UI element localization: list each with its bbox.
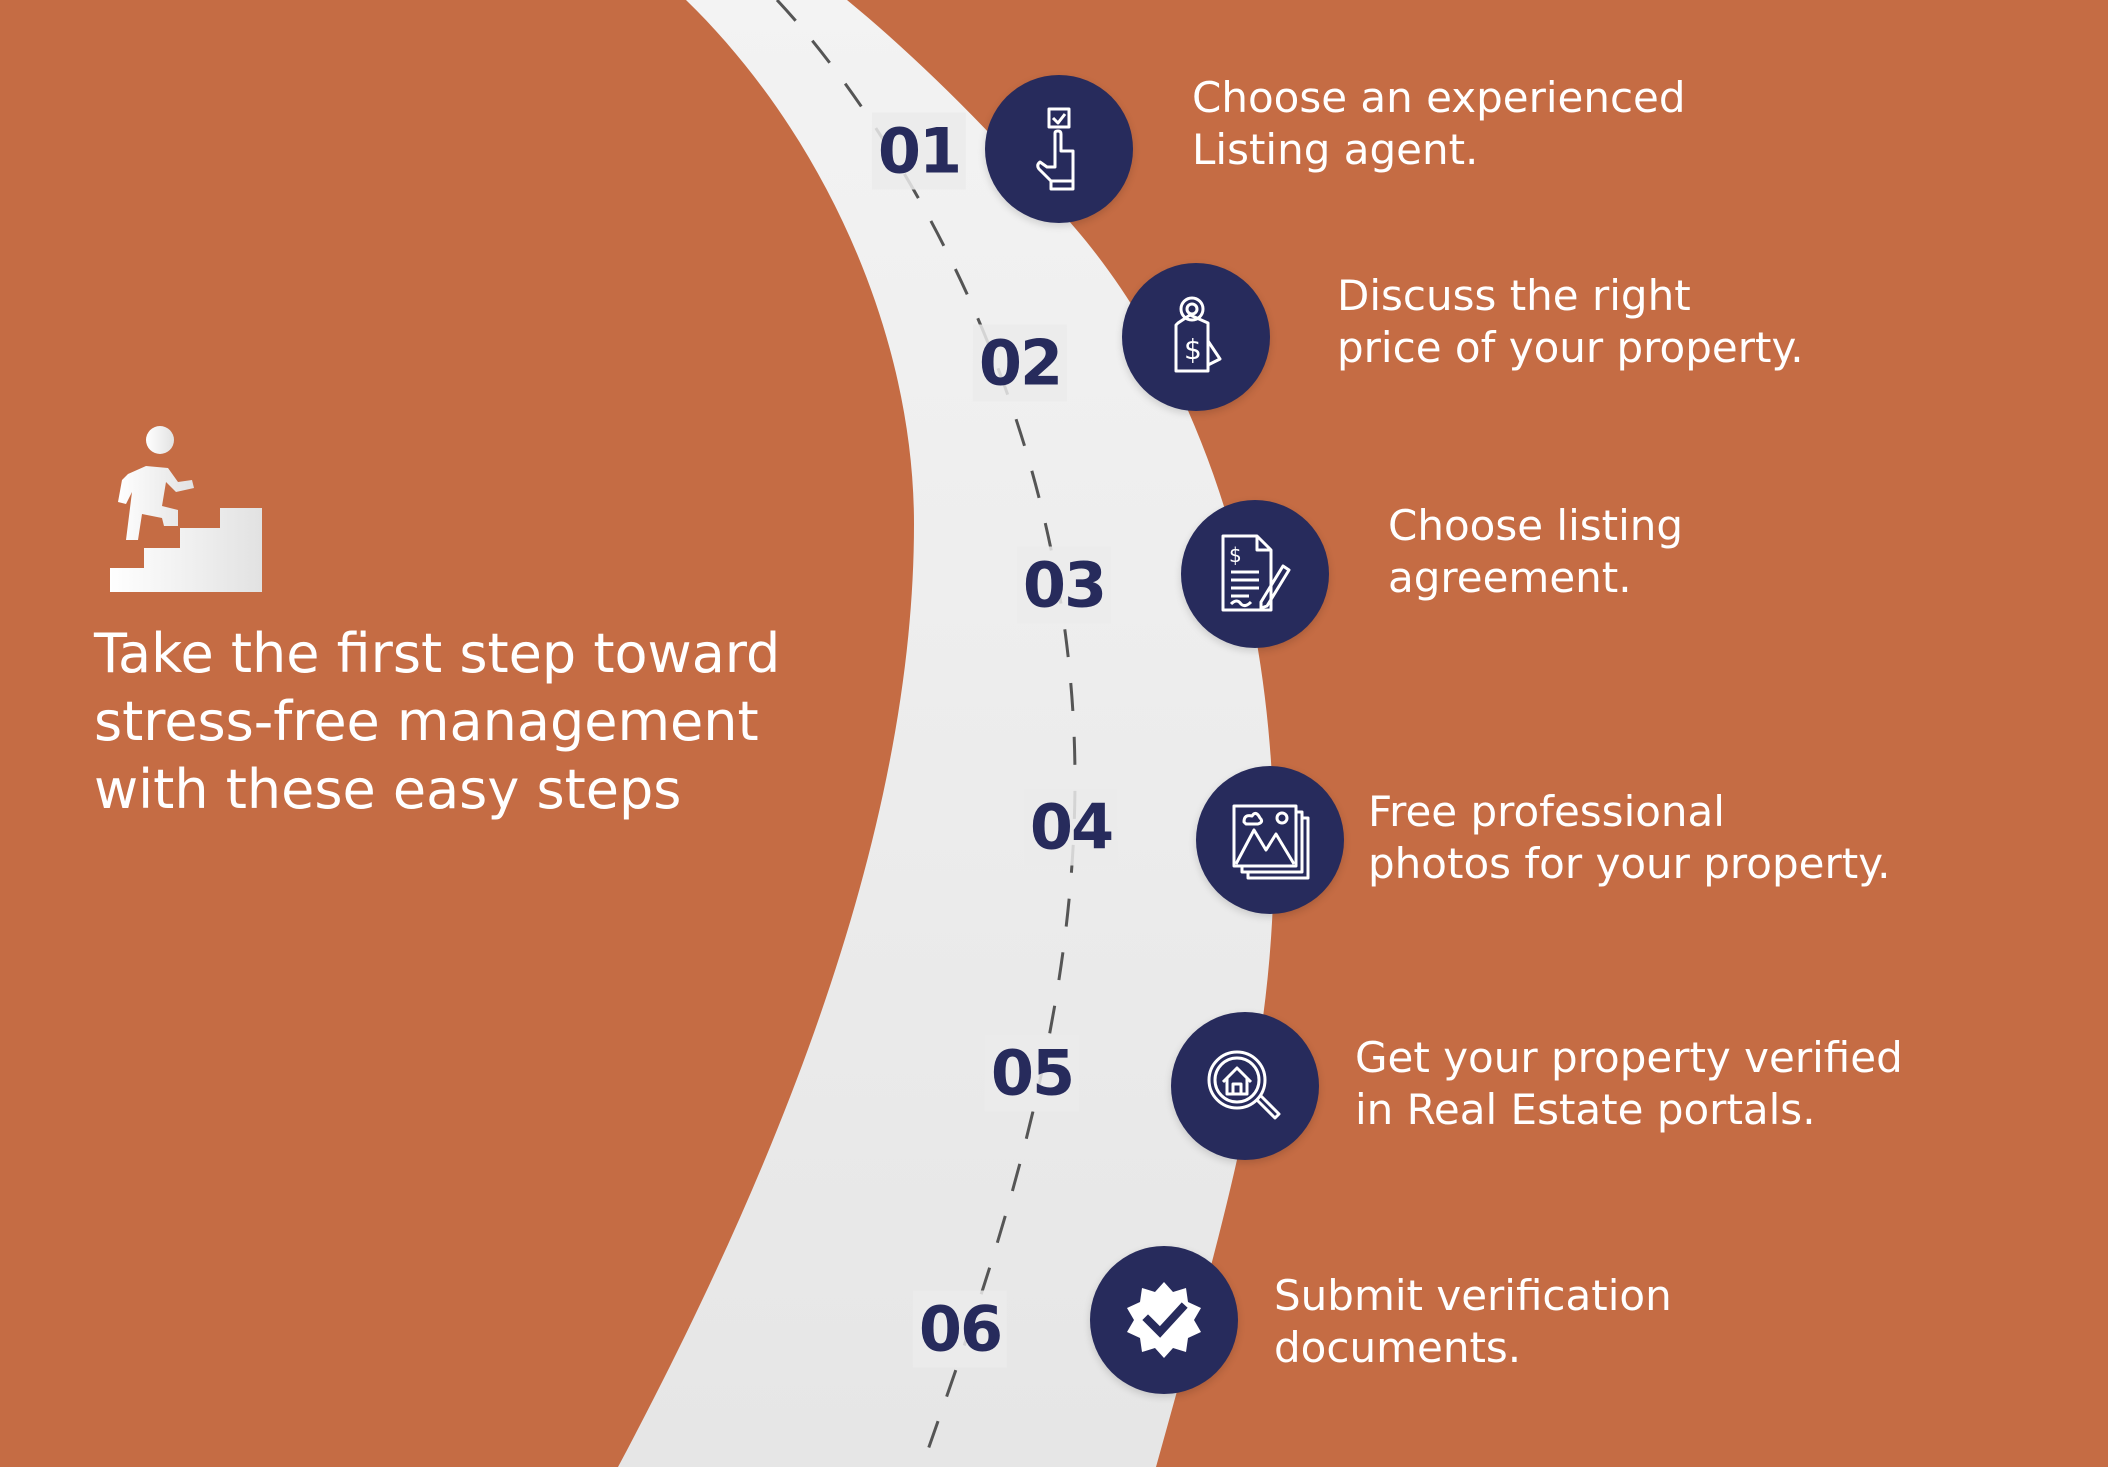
step-line: Get your property verified — [1355, 1033, 1903, 1082]
road-surface — [618, 0, 1274, 1467]
hand-pointer-checkbox-icon — [1036, 107, 1075, 191]
photos-icon — [1232, 804, 1310, 880]
verified-badge-icon — [1127, 1282, 1201, 1358]
step-line: Discuss the right — [1337, 271, 1691, 320]
step-line: Choose listing — [1388, 501, 1684, 550]
step-number-05: 05 — [984, 1034, 1080, 1112]
person-climbing-stairs-icon — [110, 426, 262, 592]
step-icon-circle-05 — [1171, 1012, 1319, 1160]
step-text-03: Choose listing agreement. — [1388, 500, 1683, 604]
step-text-06: Submit verification documents. — [1274, 1270, 1672, 1374]
step-line: agreement. — [1388, 553, 1632, 602]
step-text-01: Choose an experienced Listing agent. — [1192, 72, 1686, 176]
step-line: photos for your property. — [1368, 839, 1891, 888]
step-number-04: 04 — [1023, 788, 1119, 866]
heading-line: Take the first step toward — [94, 622, 781, 685]
heading-line: stress-free management — [94, 690, 759, 753]
step-number-03: 03 — [1016, 546, 1112, 624]
house-search-icon — [1207, 1050, 1281, 1120]
step-icon-circle-06 — [1090, 1246, 1238, 1394]
step-line: price of your property. — [1337, 323, 1804, 372]
step-icon-circle-03: $ — [1181, 500, 1329, 648]
step-text-02: Discuss the right price of your property… — [1337, 270, 1804, 374]
contract-signing-icon: $ — [1221, 534, 1291, 612]
heading-line: with these easy steps — [94, 758, 682, 821]
step-icon-circle-02: $ — [1122, 263, 1270, 411]
step-icon-circle-04 — [1196, 766, 1344, 914]
step-line: documents. — [1274, 1323, 1522, 1372]
step-line: in Real Estate portals. — [1355, 1085, 1816, 1134]
svg-text:$: $ — [1229, 543, 1242, 567]
svg-text:$: $ — [1184, 333, 1202, 366]
step-line: Free professional — [1368, 787, 1725, 836]
step-line: Choose an experienced — [1192, 73, 1686, 122]
step-number-02: 02 — [972, 324, 1068, 402]
page-heading: Take the first step toward stress-free m… — [94, 620, 780, 824]
step-line: Listing agent. — [1192, 125, 1479, 174]
price-tag-icon: $ — [1174, 296, 1222, 373]
step-line: Submit verification — [1274, 1271, 1672, 1320]
step-text-04: Free professional photos for your proper… — [1368, 786, 1890, 890]
step-number-01: 01 — [871, 112, 967, 190]
step-number-06: 06 — [912, 1290, 1008, 1368]
step-icon-circle-01 — [985, 75, 1133, 223]
step-text-05: Get your property verified in Real Estat… — [1355, 1032, 1903, 1136]
